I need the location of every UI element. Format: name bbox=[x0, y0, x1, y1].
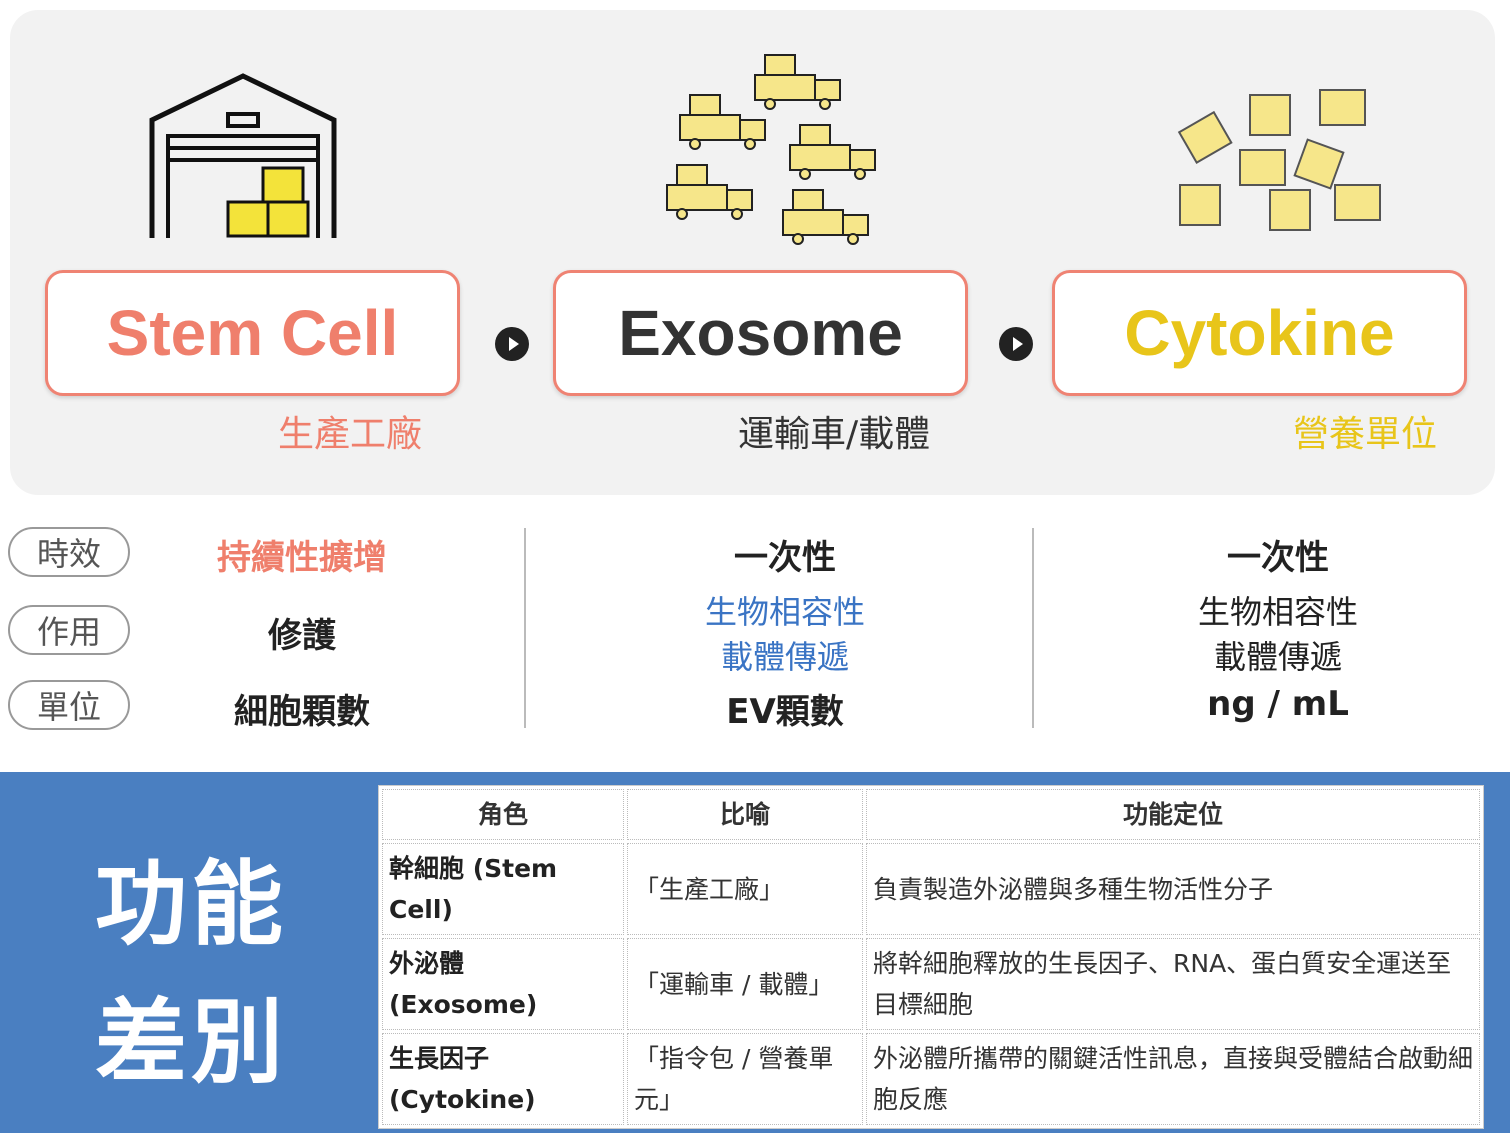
row-function: 將幹細胞釋放的生長因子、RNA、蛋白質安全運送至目標細胞 bbox=[866, 938, 1480, 1030]
exosome-box: Exosome bbox=[553, 270, 968, 396]
exosome-time: 一次性 bbox=[734, 538, 836, 578]
exosome-function-1: 生物相容性 bbox=[704, 593, 866, 631]
banner-line-1: 功能 bbox=[95, 851, 288, 958]
exosome-subtitle: 運輸車/載體 bbox=[738, 414, 931, 455]
exosome-unit: EV顆數 bbox=[726, 692, 844, 732]
stem-cell-box: Stem Cell bbox=[45, 270, 460, 396]
row-metaphor: 「生產工廠」 bbox=[627, 843, 863, 935]
stem-time: 持續性擴增 bbox=[217, 538, 387, 578]
delivery-trucks-icon bbox=[666, 54, 876, 245]
banner-line-2: 差別 bbox=[95, 989, 288, 1096]
row-role: 外泌體 (Exosome) bbox=[382, 938, 624, 1030]
warehouse-icon bbox=[149, 73, 337, 238]
comparison-table: 角色 比喻 功能定位 幹細胞 (Stem Cell) 「生產工廠」 負責製造外泌… bbox=[378, 785, 1484, 1129]
label-unit: 單位 bbox=[8, 680, 130, 730]
exosome-function-2: 載體傳遞 bbox=[720, 638, 850, 676]
header-function: 功能定位 bbox=[866, 789, 1480, 840]
header-role: 角色 bbox=[382, 789, 624, 840]
cytokine-time: 一次性 bbox=[1227, 538, 1329, 578]
stem-cell-subtitle: 生產工廠 bbox=[278, 414, 423, 455]
table-row: 幹細胞 (Stem Cell) 「生產工廠」 負責製造外泌體與多種生物活性分子 bbox=[382, 843, 1480, 935]
cytokine-subtitle: 營養單位 bbox=[1293, 414, 1438, 455]
cytokine-function-2: 載體傳遞 bbox=[1213, 638, 1343, 676]
table-header-row: 角色 比喻 功能定位 bbox=[382, 789, 1480, 840]
stem-unit: 細胞顆數 bbox=[234, 692, 370, 732]
arrow-right-icon bbox=[495, 327, 529, 361]
divider bbox=[524, 528, 526, 728]
cytokine-box: Cytokine bbox=[1052, 270, 1467, 396]
arrow-right-icon bbox=[999, 327, 1033, 361]
cytokine-unit: ng / mL bbox=[1207, 684, 1349, 724]
table-row: 外泌體 (Exosome) 「運輸車 / 載體」 將幹細胞釋放的生長因子、RNA… bbox=[382, 938, 1480, 1030]
row-metaphor: 「運輸車 / 載體」 bbox=[627, 938, 863, 1030]
stem-function: 修護 bbox=[268, 616, 336, 656]
flow-panel bbox=[10, 10, 1495, 495]
row-role: 幹細胞 (Stem Cell) bbox=[382, 843, 624, 935]
cytokine-function-1: 生物相容性 bbox=[1197, 593, 1359, 631]
row-role: 生長因子 (Cytokine) bbox=[382, 1033, 624, 1125]
row-function: 外泌體所攜帶的關鍵活性訊息，直接與受體結合啟動細胞反應 bbox=[866, 1033, 1480, 1125]
row-function: 負責製造外泌體與多種生物活性分子 bbox=[866, 843, 1480, 935]
label-function: 作用 bbox=[8, 605, 130, 655]
header-metaphor: 比喻 bbox=[627, 789, 863, 840]
divider bbox=[1032, 528, 1034, 728]
row-metaphor: 「指令包 / 營養單元」 bbox=[627, 1033, 863, 1125]
packages-icon bbox=[1177, 89, 1381, 231]
table-row: 生長因子 (Cytokine) 「指令包 / 營養單元」 外泌體所攜帶的關鍵活性… bbox=[382, 1033, 1480, 1125]
label-time: 時效 bbox=[8, 527, 130, 577]
